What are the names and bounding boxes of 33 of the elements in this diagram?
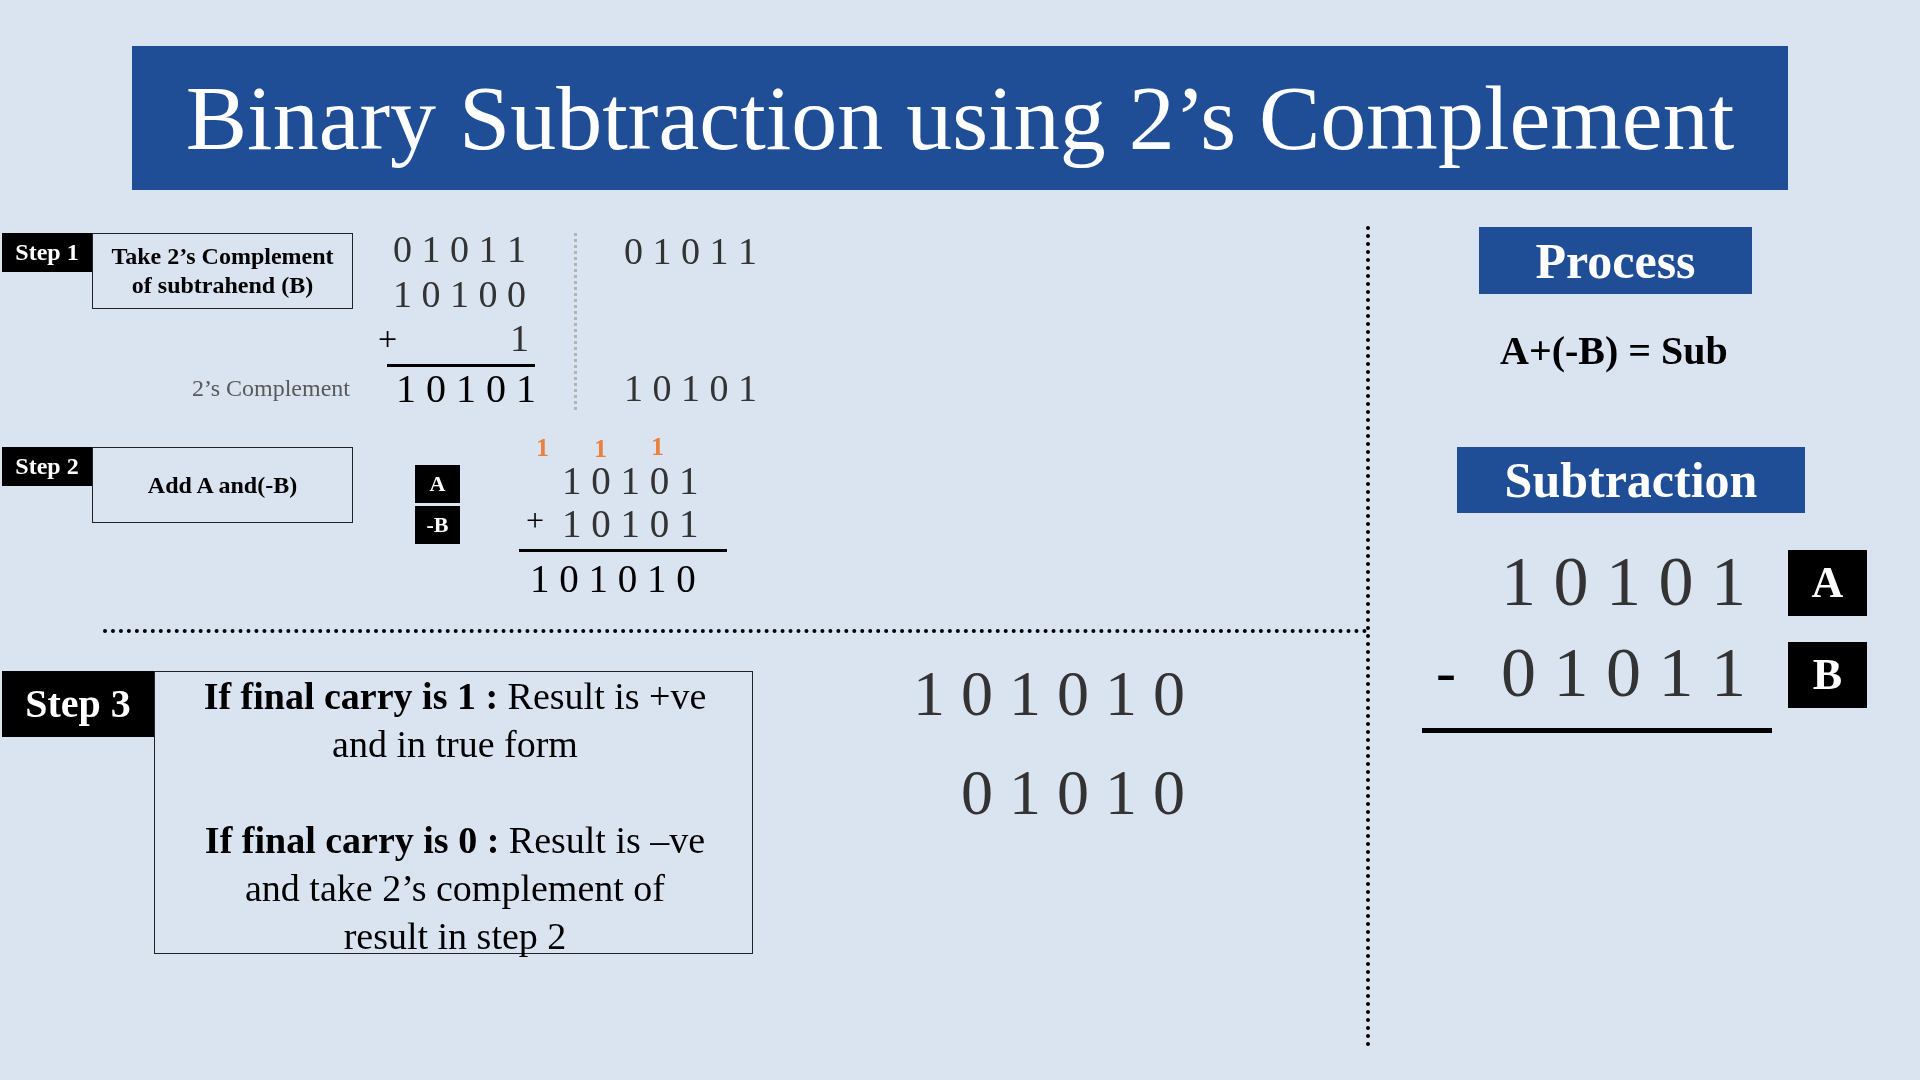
instruction-box: Take 2’s Complement of subtrahend (B): [92, 233, 353, 309]
binary-number: 1 0 1 0 1: [624, 367, 757, 411]
variable-tag: -B: [415, 506, 460, 544]
binary-number: 1 0 1 0 1: [1501, 542, 1746, 622]
binary-digit: 1: [510, 317, 529, 361]
step-tag: Step 1: [2, 233, 92, 272]
binary-number: 0 1 0 1 0: [961, 756, 1185, 830]
plus-sign: +: [378, 319, 398, 359]
title-banner: Binary Subtraction using 2’s Complement: [132, 46, 1788, 190]
variable-tag: A: [415, 465, 460, 503]
binary-number: 1 0 1 0 1: [396, 366, 536, 412]
variable-tag: A: [1788, 550, 1867, 616]
condition-text: If final carry is 1 : Result is +ve and in true form: [202, 674, 708, 767]
binary-number: 0 1 0 1 1: [393, 228, 526, 272]
instruction-box: Add A and(-B): [92, 447, 353, 523]
step-tag: Step 3: [2, 671, 154, 737]
formula-text: A+(-B) = Sub: [1500, 328, 1728, 374]
section-header: Process: [1479, 227, 1752, 294]
row-label: 2’s Complement: [192, 375, 350, 403]
minus-sign: -: [1436, 638, 1456, 707]
section-header: Subtraction: [1457, 447, 1805, 513]
binary-number: 0 1 0 1 1: [1501, 633, 1746, 713]
variable-tag: B: [1788, 642, 1867, 708]
carry-digit: 1: [651, 432, 664, 462]
binary-number: 1 0 1 0 1: [562, 502, 699, 547]
condition-text: If final carry is 0 : Result is –ve and take 2’s complement of result in step 2: [203, 818, 707, 959]
carry-digit: 1: [536, 433, 549, 463]
step-tag: Step 2: [2, 447, 92, 486]
binary-number: 0 1 0 1 1: [624, 230, 757, 274]
binary-number: 1 0 1 0 1 0: [530, 557, 696, 602]
plus-sign: +: [526, 502, 545, 539]
binary-number: 1 0 1 0 1 0: [913, 657, 1185, 731]
binary-number: 1 0 1 0 0: [393, 273, 526, 317]
